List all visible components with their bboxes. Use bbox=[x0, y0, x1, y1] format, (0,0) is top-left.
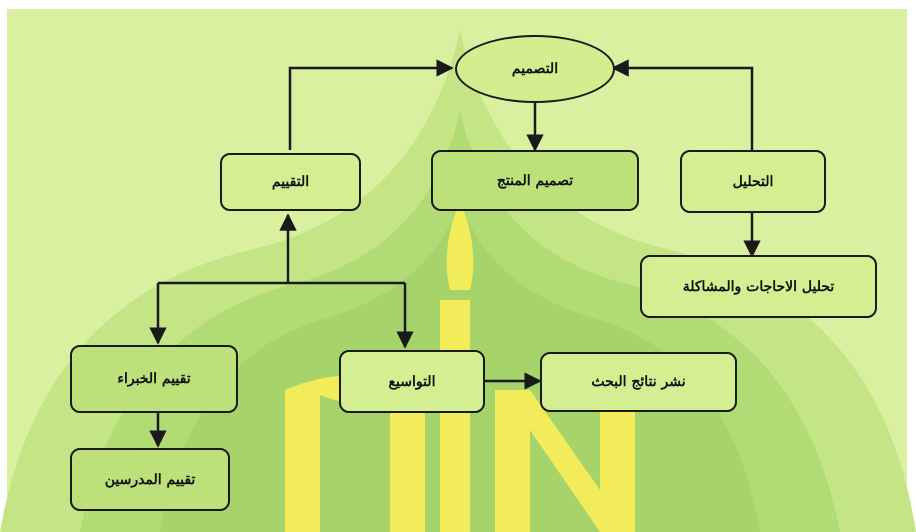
node-expansion: التواسيع bbox=[339, 350, 485, 413]
node-evaluation: التقييم bbox=[220, 153, 361, 211]
watermark-letter-i bbox=[440, 300, 470, 532]
watermark-letter-u bbox=[285, 375, 425, 532]
node-expert-evaluation: تقييم الخبراء bbox=[70, 345, 238, 413]
watermark-letter-n bbox=[495, 390, 635, 532]
node-design: التصميم bbox=[455, 35, 615, 103]
arrow-evaluation-to-design bbox=[288, 59, 454, 150]
arrow-analysis-to-design bbox=[611, 59, 754, 150]
node-publish-results: نشر نتائج البحث bbox=[540, 352, 737, 412]
node-needs-analysis: تحليل الاحاجات والمشاكلة bbox=[640, 255, 877, 318]
node-analysis: التحليل bbox=[680, 150, 826, 213]
connectors bbox=[149, 59, 761, 448]
node-product-design: تصميم المنتج bbox=[431, 150, 639, 211]
watermark-minaret-drop bbox=[446, 200, 474, 290]
node-teachers-evaluation: تقييم المدرسين bbox=[70, 448, 230, 511]
